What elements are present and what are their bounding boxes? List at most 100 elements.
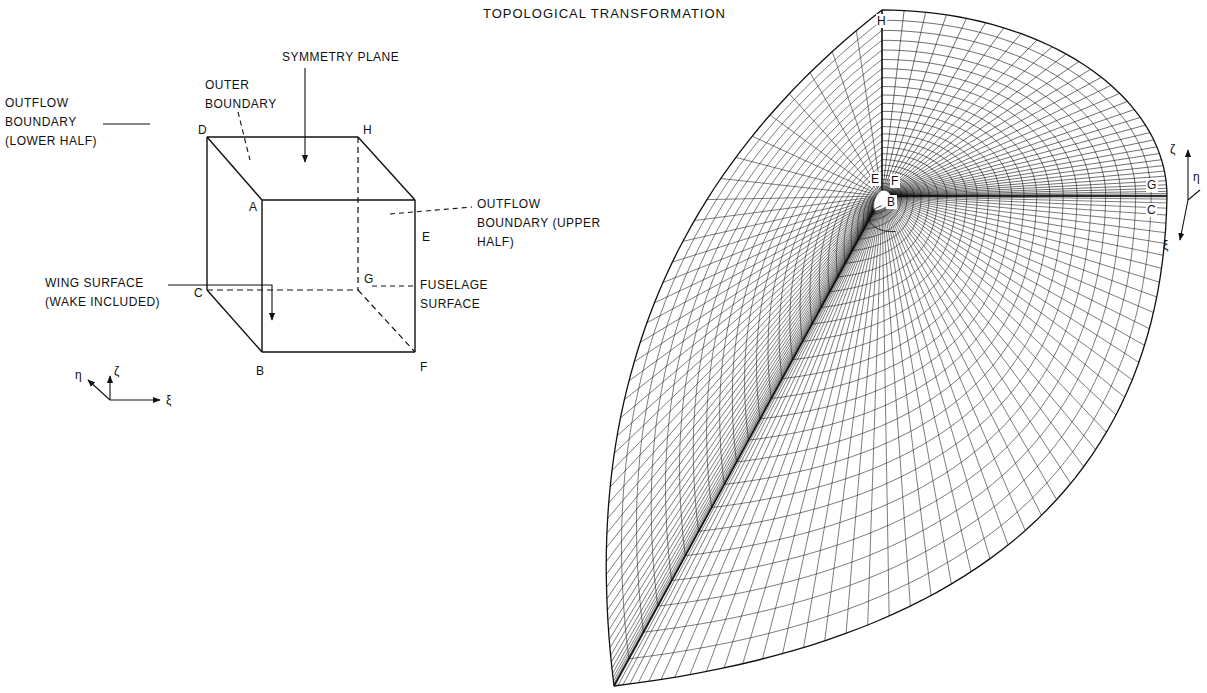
mesh-line	[658, 196, 1121, 606]
mesh-line	[707, 78, 882, 508]
mesh-line	[882, 95, 1037, 196]
mesh-line	[889, 85, 1111, 192]
vertex-letter: E	[870, 172, 881, 186]
mesh-line	[745, 103, 882, 440]
boundary-label: OUTFLOW BOUNDARY (LOWER HALF)	[5, 94, 100, 152]
mesh-line	[614, 196, 1167, 686]
mesh-line	[891, 181, 1167, 196]
mesh-line	[882, 20, 1151, 196]
mesh-line	[762, 210, 878, 659]
mesh-line	[891, 197, 1166, 233]
axis-label: η	[75, 366, 82, 385]
axis-label: ζ	[1170, 140, 1176, 159]
mesh-line	[613, 210, 874, 673]
mesh-line	[888, 62, 1079, 193]
mesh-line	[886, 34, 1021, 192]
vertex-letter: C	[1146, 203, 1157, 217]
mesh-axis-triad	[1180, 150, 1200, 240]
boundary-label: SYMMETRY PLANE	[282, 48, 399, 67]
mesh-line	[881, 10, 882, 190]
mesh-line	[614, 211, 874, 686]
mesh-line	[802, 196, 966, 342]
mesh-line	[643, 196, 1135, 632]
mesh-line	[618, 211, 874, 686]
mesh-line	[615, 211, 874, 686]
mesh-line	[884, 15, 947, 191]
mesh-line	[712, 196, 1064, 508]
mesh-line	[858, 196, 907, 239]
mesh-line	[792, 196, 977, 360]
axis-label: ζ	[114, 362, 120, 381]
mesh-line	[891, 185, 1167, 196]
boundary-label: OUTFLOW BOUNDARY (UPPER HALF)	[477, 195, 615, 253]
mesh-line	[637, 30, 883, 632]
mesh-line	[810, 147, 882, 324]
axis-triad	[88, 376, 160, 400]
vertex-letter: F	[890, 174, 900, 188]
mesh-line	[882, 10, 1167, 196]
mesh-line	[672, 196, 1106, 581]
mesh-line	[882, 141, 967, 196]
mesh-line	[891, 191, 1167, 196]
boundary-label: WING SURFACE (WAKE INCLUDED)	[45, 274, 167, 312]
mesh-line	[612, 210, 874, 668]
mesh-line	[891, 195, 1168, 197]
mesh-line	[852, 196, 914, 251]
mesh-line	[737, 196, 1037, 462]
mesh-line	[736, 157, 878, 194]
mesh-line	[883, 208, 911, 606]
mesh-line	[884, 208, 932, 596]
mesh-line	[607, 208, 874, 610]
axis-label: η	[1193, 168, 1200, 187]
mesh-line	[891, 194, 1168, 196]
mesh-line	[882, 127, 988, 196]
mesh-line	[614, 204, 874, 454]
mesh-line	[768, 119, 882, 398]
mesh-line	[882, 160, 938, 196]
mesh-line	[623, 211, 874, 685]
mesh-line	[819, 154, 882, 308]
mesh-line	[622, 20, 883, 659]
mesh-line	[629, 196, 1151, 659]
mesh-line	[685, 196, 1091, 556]
mesh-line	[869, 206, 895, 232]
mesh-line	[882, 40, 1121, 196]
vertex-letter: H	[876, 14, 887, 28]
axis-label: ξ	[166, 391, 172, 410]
mesh-line	[882, 209, 889, 616]
mesh-line	[891, 188, 1167, 196]
mesh-line	[882, 111, 1012, 196]
mesh-line	[830, 196, 938, 292]
mesh-line	[752, 136, 878, 194]
vertex-letter: B	[886, 195, 897, 209]
mesh-line	[890, 202, 1133, 380]
mesh-line	[629, 202, 874, 381]
diagram-title: TOPOLOGICAL TRANSFORMATION	[483, 6, 726, 21]
mesh-line	[836, 165, 882, 277]
mesh-line	[771, 196, 1000, 399]
mesh-line	[881, 10, 882, 190]
mesh-line	[812, 196, 957, 324]
boundary-label: OUTER BOUNDARY	[205, 76, 279, 114]
mesh-line	[888, 54, 1067, 192]
mesh-line	[882, 165, 929, 196]
mesh-line	[825, 209, 881, 641]
mesh-line	[858, 180, 882, 240]
mesh-line	[882, 78, 1063, 196]
mesh-line	[821, 196, 947, 308]
leader-lines	[103, 68, 472, 320]
mesh-line	[885, 207, 971, 572]
mesh-line	[609, 205, 874, 503]
mesh-line	[889, 77, 1102, 192]
mesh-line	[887, 206, 1042, 516]
mesh-line	[608, 209, 874, 621]
mesh-line	[606, 10, 882, 686]
mesh-line	[630, 211, 875, 684]
mesh-line	[882, 134, 977, 196]
mesh-line	[889, 203, 1107, 432]
hidden-edges	[207, 137, 415, 352]
mesh-line	[838, 196, 930, 277]
mesh-line	[617, 203, 874, 436]
mesh-line	[690, 210, 876, 674]
